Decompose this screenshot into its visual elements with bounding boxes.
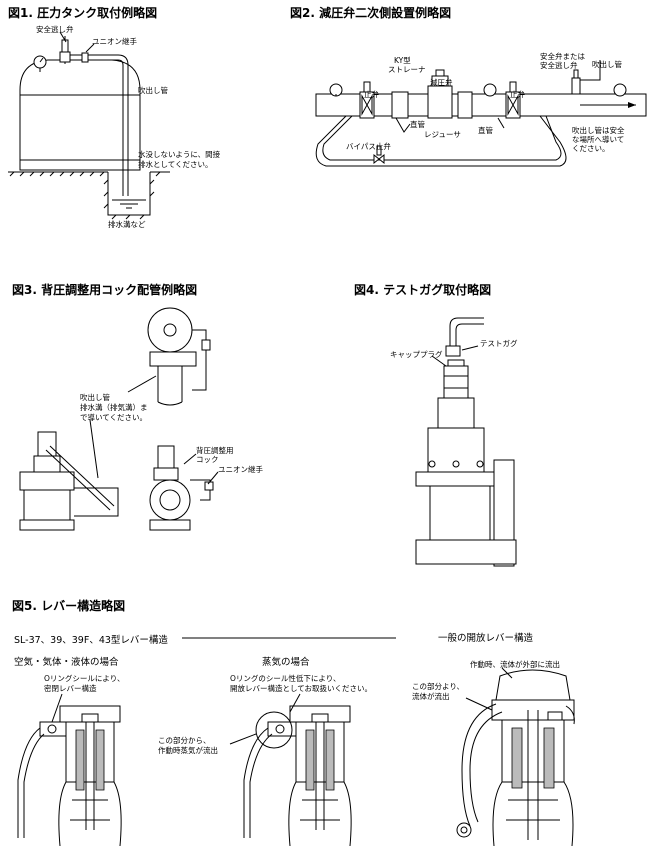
fig5-general-leak-2: 流体が流出 bbox=[412, 692, 450, 701]
fig1-note-line1: 水没しないように、間接 bbox=[138, 150, 221, 159]
fig5-case-air: 空気・気体・液体の場合 bbox=[14, 657, 119, 668]
fig2-label-stop-valve-2: 止弁 bbox=[510, 90, 525, 99]
fig5-air-valve bbox=[18, 694, 121, 846]
fig1-label-safety-valve: 安全逃し弁 bbox=[36, 25, 74, 34]
fig2-label-ky-1: KY型 bbox=[394, 56, 411, 65]
fig3-note-line2: 排水溝（排気溝）ま bbox=[80, 403, 148, 412]
fig1-label-blowoff: 吹出し管 bbox=[138, 86, 168, 95]
fig2-note-line3: ください。 bbox=[572, 144, 610, 153]
fig4-label-cap-plug: キャッププラグ bbox=[390, 350, 443, 359]
fig1-note-line2: 排水としてください。 bbox=[138, 160, 213, 169]
fig5-case-steam: 蒸気の場合 bbox=[262, 657, 310, 668]
fig2-label-straight-2: 直管 bbox=[478, 126, 493, 135]
fig5-steam-leak-1: この部分から、 bbox=[158, 736, 211, 745]
fig2-label-reducer: レジューサ bbox=[424, 130, 461, 139]
fig5-general-leak-1: この部分より、 bbox=[412, 682, 465, 691]
figure-4-drawing bbox=[0, 0, 658, 580]
fig2-label-prv: 減圧弁 bbox=[430, 78, 453, 87]
fig3-label-cock-1: 背圧調整用 bbox=[196, 446, 234, 455]
fig2-label-blowoff: 吹出し管 bbox=[592, 60, 622, 69]
fig1-label-drain: 排水溝など bbox=[108, 220, 146, 229]
fig3-label-cock-2: コック bbox=[196, 455, 219, 464]
fig5-steam-note-1: Oリングのシール性低下により、 bbox=[230, 674, 341, 683]
fig5-general-header: 一般の開放レバー構造 bbox=[438, 633, 534, 644]
fig2-label-safety-1: 安全弁または bbox=[540, 52, 585, 61]
figure-5-title: 図5. レバー構造略図 bbox=[12, 599, 126, 613]
fig5-air-note-2: 密閉レバー構造 bbox=[44, 684, 97, 693]
figure-3-drawing bbox=[0, 0, 340, 560]
fig5-sl-header: SL-37、39、39F、43型レバー構造 bbox=[14, 635, 168, 646]
figure-1-title: 図1. 圧力タンク取付例略図 bbox=[8, 6, 158, 20]
fig5-steam-leak-2: 作動時蒸気が流出 bbox=[158, 746, 218, 755]
fig1-label-union: ユニオン継手 bbox=[92, 37, 137, 46]
figure-3-title: 図3. 背圧調整用コック配管例略図 bbox=[12, 283, 198, 297]
fig2-note-line2: な場所へ導いて bbox=[572, 135, 625, 144]
figure-4-title: 図4. テストガグ取付略図 bbox=[354, 283, 492, 297]
fig5-general-note: 作動時、流体が外部に流出 bbox=[470, 660, 560, 669]
fig2-label-stop-valve-1: 止弁 bbox=[364, 90, 379, 99]
figure-2-title: 図2. 減圧弁二次側設置例略図 bbox=[290, 6, 452, 20]
fig5-air-note-1: Oリングシールにより、 bbox=[44, 674, 125, 683]
fig2-label-straight-1: 直管 bbox=[410, 120, 425, 129]
fig2-label-bypass: バイパス止弁 bbox=[346, 142, 391, 151]
fig5-general-valve bbox=[457, 668, 574, 846]
fig4-label-test-gag: テストガグ bbox=[480, 339, 518, 348]
fig3-note-line3: で導いてください。 bbox=[80, 413, 148, 422]
fig2-label-safety-2: 安全逃し弁 bbox=[540, 61, 578, 70]
fig3-label-union: ユニオン継手 bbox=[218, 465, 263, 474]
fig5-steam-valve bbox=[230, 694, 351, 846]
fig2-note-line1: 吹出し管は安全 bbox=[572, 126, 625, 135]
figure-2-drawing bbox=[0, 0, 658, 200]
fig5-steam-note-2: 開放レバー構造としてお取扱いください。 bbox=[230, 684, 373, 693]
fig2-label-ky-2: ストレーナ bbox=[388, 65, 426, 74]
figure-1-drawing bbox=[0, 0, 260, 240]
fig3-note-line1: 吹出し管 bbox=[80, 393, 110, 402]
